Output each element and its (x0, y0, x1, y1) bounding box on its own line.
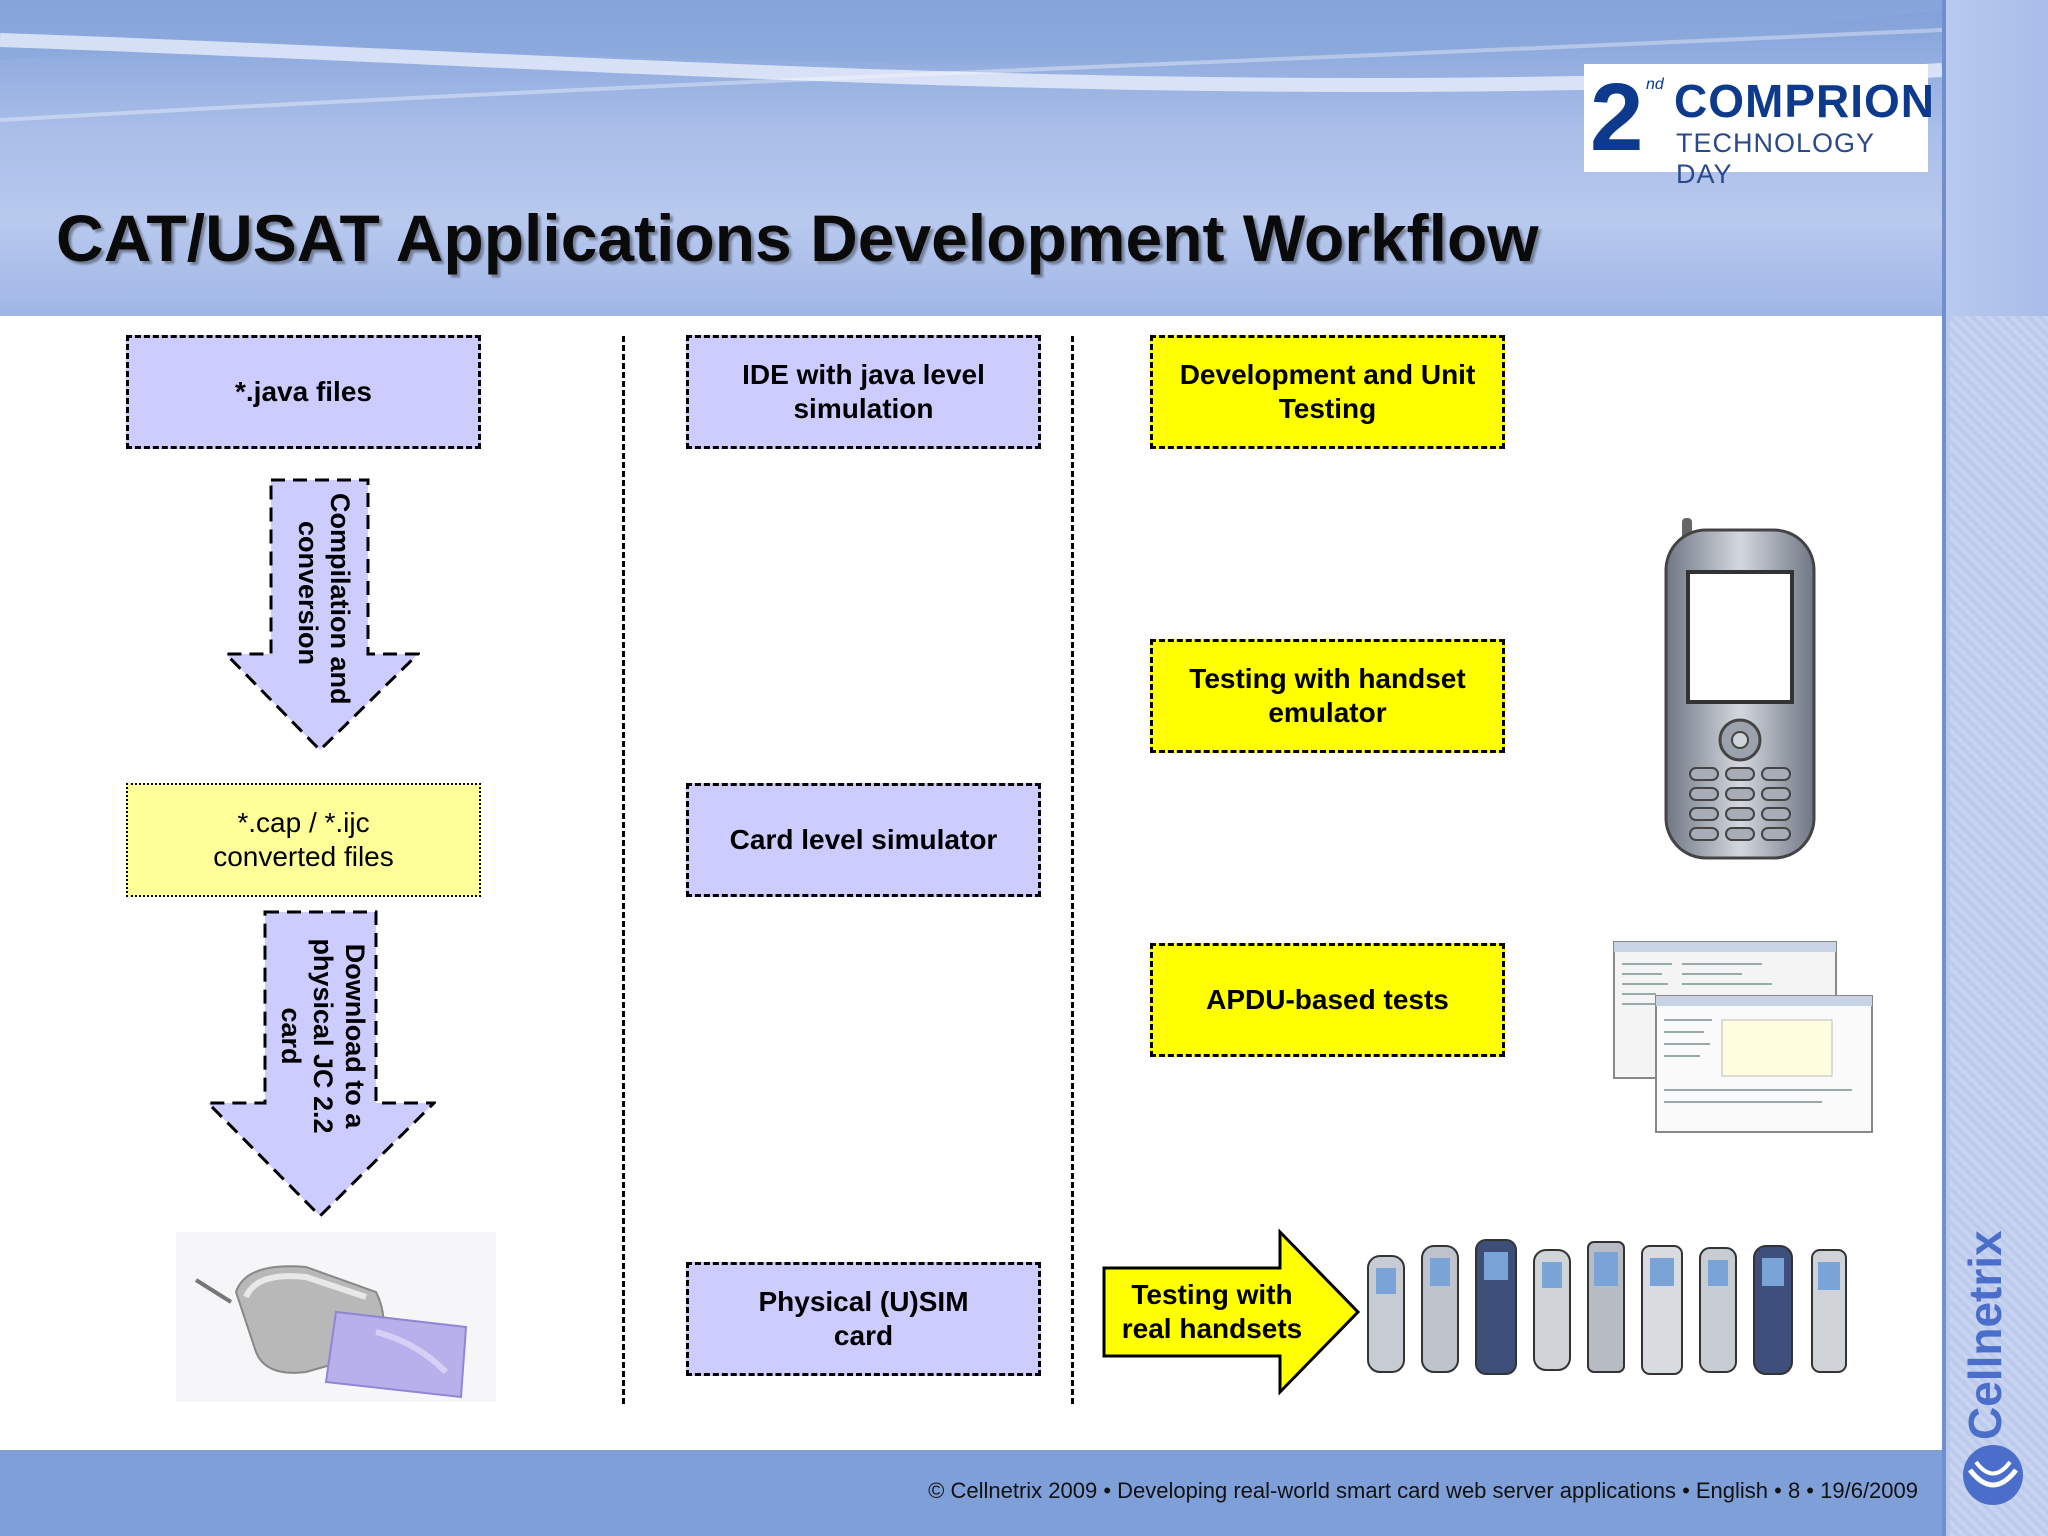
compilation-label-line1: Compilation and (325, 493, 355, 705)
logo-number: 2 (1590, 64, 1644, 171)
download-arrow (206, 910, 436, 1219)
comprion-logo: 2 nd COMPRION TECHNOLOGY DAY (1584, 64, 1934, 189)
download-label-line3: card (276, 1007, 306, 1065)
ide-label-line1: IDE with java level (742, 359, 985, 390)
compilation-label-line2: conversion (293, 520, 323, 666)
physical-card-line1: Physical (U)SIM (758, 1286, 969, 1317)
converted-files-line2: converted files (213, 841, 394, 872)
apdu-tests-box: APDU-based tests (1150, 943, 1505, 1057)
physical-card-box: Physical (U)SIM card (686, 1262, 1041, 1376)
handset-emulator-line1: Testing with handset (1189, 663, 1466, 694)
handset-emulator-box: Testing with handset emulator (1150, 639, 1505, 753)
handset-emulator-line2: emulator (1268, 697, 1387, 728)
column-divider-2 (1071, 336, 1074, 1404)
dev-unit-line2: Testing (1278, 393, 1377, 424)
download-label: Download to a physical JC 2.2 card (271, 906, 371, 1166)
converted-files-line1: *.cap / *.ijc (237, 807, 370, 838)
column-divider-1 (622, 336, 625, 1404)
cellnetrix-brand: Cellnetrix (1959, 1230, 2011, 1440)
slide-header: CAT/USAT Applications Development Workfl… (0, 0, 1942, 316)
apdu-tests-label: APDU-based tests (1206, 984, 1449, 1015)
real-handsets-line2: real handsets (1121, 1313, 1303, 1344)
phone-emulator-image (1664, 518, 1816, 860)
slide-footer: © Cellnetrix 2009 • Developing real-worl… (0, 1450, 1942, 1536)
download-label-line2: physical JC 2.2 (308, 938, 338, 1134)
compilation-arrow (224, 478, 420, 753)
sidebar-texture (1950, 316, 2048, 1536)
real-handsets-line1: Testing with (1131, 1279, 1293, 1310)
ide-label-line2: simulation (793, 393, 934, 424)
compilation-label: Compilation and conversion (286, 493, 356, 705)
logo-superscript: nd (1646, 76, 1664, 93)
right-sidebar (1942, 0, 2048, 1536)
converted-files-box: *.cap / *.ijc converted files (126, 783, 481, 897)
java-files-box: *.java files (126, 335, 481, 449)
dev-unit-testing-box: Development and Unit Testing (1150, 335, 1505, 449)
real-handsets-label: Testing with real handsets (1106, 1278, 1318, 1346)
footer-text: © Cellnetrix 2009 • Developing real-worl… (928, 1478, 1918, 1503)
card-reader-image (176, 1232, 496, 1402)
logo-line2: TECHNOLOGY DAY (1676, 128, 1875, 189)
real-handsets-arrow (1102, 1228, 1361, 1396)
slide-title: CAT/USAT Applications Development Workfl… (56, 201, 1539, 275)
card-simulator-label: Card level simulator (729, 824, 998, 855)
card-simulator-box: Card level simulator (686, 783, 1041, 897)
ide-box: IDE with java level simulation (686, 335, 1041, 449)
real-handsets-image (1367, 1239, 1847, 1375)
apdu-screens-image (1613, 941, 1873, 1133)
java-files-label: *.java files (235, 376, 372, 407)
download-label-line1: Download to a (340, 943, 370, 1129)
physical-card-line2: card (833, 1320, 894, 1351)
cellnetrix-logo-icon (1963, 1445, 2023, 1505)
dev-unit-line1: Development and Unit (1179, 359, 1476, 390)
logo-line1: COMPRION (1674, 75, 1935, 127)
